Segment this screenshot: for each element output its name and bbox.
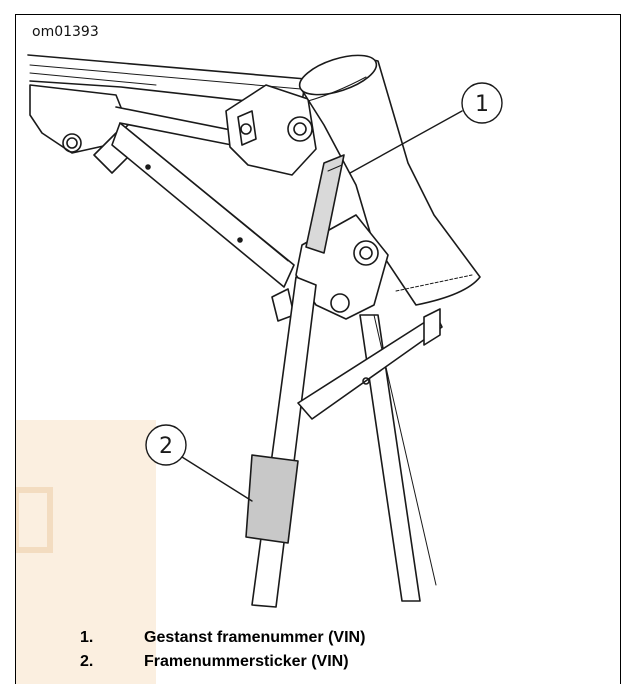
front-down-tube-left [251, 276, 317, 608]
legend-item-number: 2. [80, 653, 94, 670]
legend-item-number: 1. [80, 629, 94, 646]
callout-2-circle [145, 424, 187, 466]
frame-illustration: 1 2 [27, 54, 503, 608]
front-down-tube-right [359, 314, 421, 602]
figure-id-label: om01393 [32, 24, 99, 40]
callout-2-leader [181, 456, 253, 502]
callout-1-number: 1 [475, 92, 489, 117]
cross-bracket [297, 314, 443, 420]
legend-item-label: Gestanst framenummer (VIN) [144, 629, 366, 646]
callout-1-circle [461, 82, 503, 124]
legend: 1. Gestanst framenummer (VIN) 2. Framenu… [80, 626, 365, 674]
callout-1-leader [349, 110, 463, 174]
vin-sticker-band [245, 454, 299, 544]
stamped-vin-plate [305, 154, 345, 254]
watermark-logo [16, 420, 156, 684]
gusset-plate [29, 84, 129, 154]
legend-item: 2. Framenummersticker (VIN) [80, 650, 365, 674]
headstock-bracket [225, 84, 317, 176]
callout-2-number: 2 [159, 434, 173, 459]
legend-item-label: Framenummersticker (VIN) [144, 653, 349, 670]
legend-item: 1. Gestanst framenummer (VIN) [80, 626, 365, 650]
